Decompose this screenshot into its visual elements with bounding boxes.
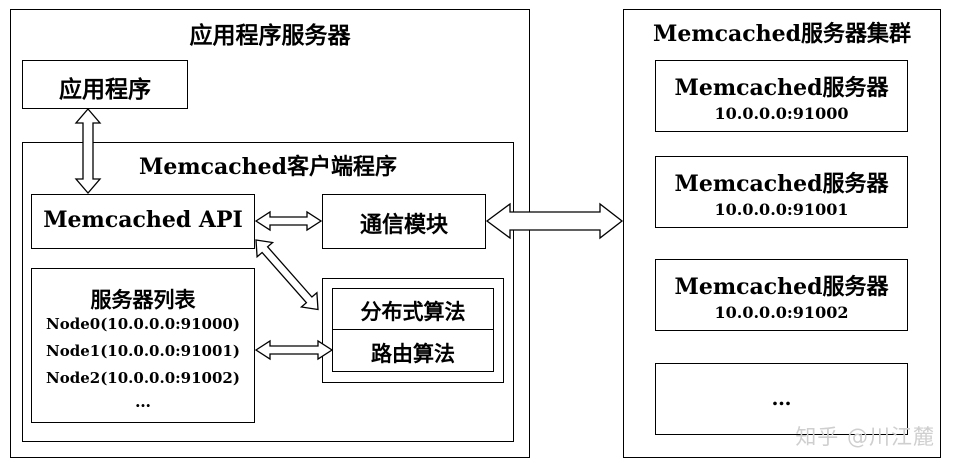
memcached-server-name: Memcached服务器 bbox=[674, 75, 889, 101]
server-list-node: Node2(10.0.0.0:91002) bbox=[46, 369, 240, 387]
comm-module-label: 通信模块 bbox=[359, 212, 448, 238]
routing-algorithm-box bbox=[332, 329, 494, 372]
memcached-server-box bbox=[655, 156, 908, 228]
memcached-server-name: Memcached服务器 bbox=[674, 171, 889, 197]
memcached-server-box bbox=[655, 259, 908, 331]
api-box bbox=[31, 194, 255, 249]
watermark-text: 知乎 @川江麓 bbox=[795, 425, 935, 449]
server-list-node: Node1(10.0.0.0:91001) bbox=[46, 342, 240, 360]
comm-cluster-arrow bbox=[485, 202, 624, 240]
app-server-title: 应用程序服务器 bbox=[189, 22, 351, 49]
app-program-label: 应用程序 bbox=[59, 76, 151, 103]
cluster-more: … bbox=[771, 386, 792, 410]
api-label: Memcached API bbox=[43, 207, 243, 233]
list-algorithm-arrow bbox=[254, 339, 334, 361]
app-api-arrow bbox=[74, 108, 102, 194]
memcached-server-address: 10.0.0.0:91002 bbox=[714, 303, 849, 322]
memcached-server-box bbox=[655, 60, 908, 132]
memcached-server-address: 10.0.0.0:91000 bbox=[714, 104, 849, 123]
api-algorithm-arrow bbox=[255, 239, 319, 311]
api-comm-arrow bbox=[254, 210, 323, 232]
memcached-server-name: Memcached服务器 bbox=[674, 274, 889, 300]
client-title: Memcached客户端程序 bbox=[138, 154, 398, 180]
cluster-title: Memcached服务器集群 bbox=[652, 21, 912, 47]
comm-module-box bbox=[322, 194, 486, 249]
server-list-title: 服务器列表 bbox=[90, 287, 196, 312]
routing-algorithm-label: 路由算法 bbox=[371, 341, 455, 366]
distribution-algorithm-box bbox=[332, 288, 494, 330]
server-list-box bbox=[31, 268, 255, 423]
memcached-server-address: 10.0.0.0:91001 bbox=[714, 200, 849, 219]
memcached-server-more-box bbox=[655, 363, 908, 435]
app-program-box bbox=[22, 60, 188, 109]
server-list-more: … bbox=[135, 392, 151, 411]
server-list-node: Node0(10.0.0.0:91000) bbox=[46, 315, 240, 333]
distribution-algorithm-label: 分布式算法 bbox=[360, 299, 466, 324]
